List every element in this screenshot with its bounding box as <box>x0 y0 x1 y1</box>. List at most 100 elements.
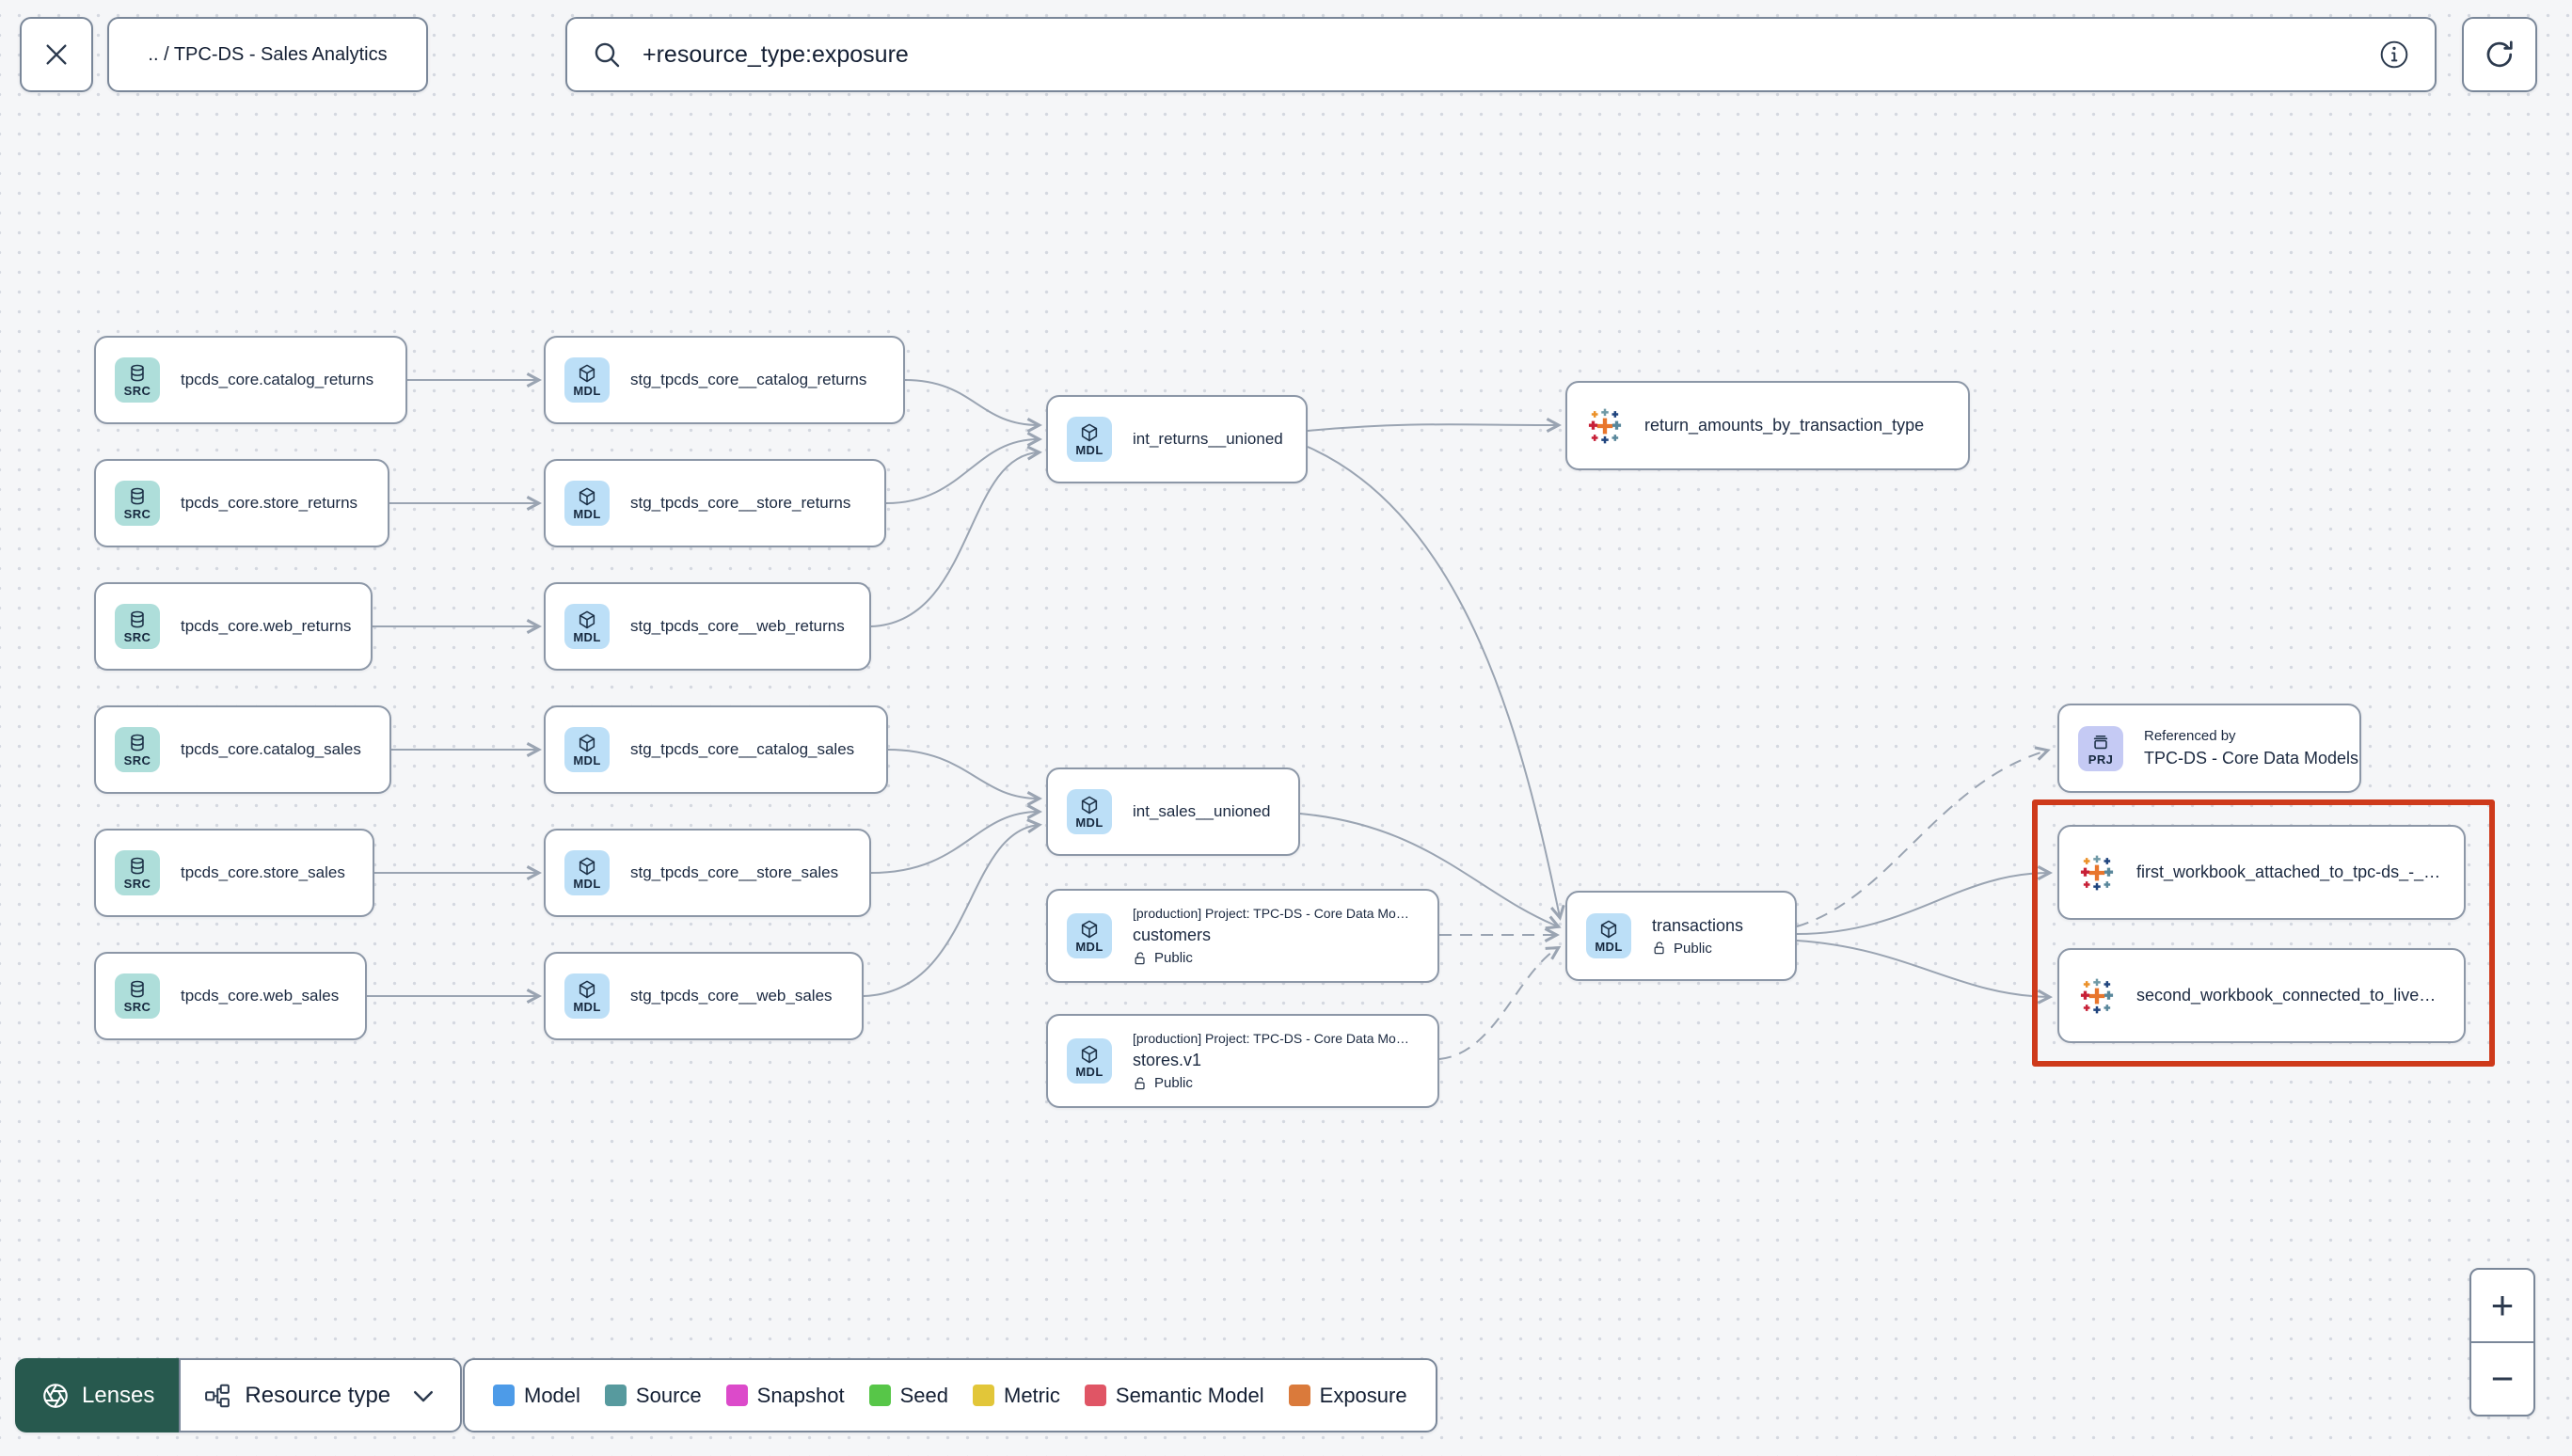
legend-swatch <box>1288 1385 1310 1406</box>
tableau-icon <box>2080 855 2114 890</box>
lenses-button[interactable]: Lenses <box>15 1358 180 1432</box>
resource-type-icon <box>205 1384 230 1407</box>
node-src-store-sales[interactable]: SRC tpcds_core.store_sales <box>94 829 374 917</box>
edge <box>1796 865 2053 935</box>
legend-item-snapshot: Snapshot <box>725 1384 845 1408</box>
edge <box>887 749 1042 806</box>
refresh-button[interactable] <box>2462 17 2537 92</box>
source-badge: SRC <box>115 727 160 772</box>
legend-swatch <box>868 1385 891 1406</box>
zoom-in-button[interactable]: + <box>2471 1270 2533 1343</box>
referenced-by-title: Referenced by <box>2144 728 2236 744</box>
edge <box>885 432 1042 504</box>
node-src-catalog-sales[interactable]: SRC tpcds_core.catalog_sales <box>94 705 391 794</box>
resource-type-legend: Model Source Snapshot Seed Metric Semant… <box>463 1358 1437 1432</box>
database-icon <box>131 980 144 998</box>
aperture-icon <box>43 1383 68 1408</box>
edge <box>1307 418 1562 433</box>
access-label: Public <box>1133 1075 1409 1091</box>
node-referenced-by-project[interactable]: PRJ Referenced by TPC-DS - Core Data Mod… <box>2057 704 2361 793</box>
legend-swatch <box>1084 1385 1106 1406</box>
legend-item-exposure: Exposure <box>1288 1384 1407 1408</box>
lock-open-icon <box>1654 942 1664 955</box>
node-stg-catalog-returns[interactable]: MDL stg_tpcds_core__catalog_returns <box>544 336 905 424</box>
node-transactions[interactable]: MDL transactions Public <box>1565 891 1797 981</box>
database-icon <box>131 487 144 505</box>
node-stores-v1[interactable]: MDL [production] Project: TPC-DS - Core … <box>1046 1014 1439 1108</box>
source-badge: SRC <box>115 604 160 649</box>
source-badge: SRC <box>115 973 160 1019</box>
cube-icon <box>1081 1045 1098 1064</box>
node-int-returns-unioned[interactable]: MDL int_returns__unioned <box>1046 395 1308 483</box>
cube-icon <box>1081 423 1098 442</box>
legend-swatch <box>973 1385 994 1406</box>
project-label: [production] Project: TPC-DS - Core Data… <box>1133 906 1409 921</box>
legend-swatch <box>493 1385 515 1406</box>
cube-icon <box>579 610 595 629</box>
database-icon <box>131 610 144 628</box>
cube-icon <box>579 487 595 506</box>
tableau-icon <box>1588 408 1622 443</box>
node-stg-web-returns[interactable]: MDL stg_tpcds_core__web_returns <box>544 582 871 671</box>
node-title: stores.v1 <box>1133 1051 1202 1069</box>
node-stg-web-sales[interactable]: MDL stg_tpcds_core__web_sales <box>544 952 864 1040</box>
edge <box>1796 940 2053 1005</box>
lenses-label: Lenses <box>82 1382 155 1408</box>
source-badge: SRC <box>115 481 160 526</box>
node-src-web-returns[interactable]: SRC tpcds_core.web_returns <box>94 582 373 671</box>
node-stg-store-sales[interactable]: MDL stg_tpcds_core__store_sales <box>544 829 871 917</box>
model-badge: MDL <box>564 604 610 649</box>
node-title: TPC-DS - Core Data Models <box>2144 749 2359 768</box>
archive-icon <box>2093 735 2108 749</box>
legend-swatch <box>725 1385 748 1406</box>
chevron-down-icon <box>414 1390 434 1401</box>
node-exposure-return-amounts[interactable]: return_amounts_by_transaction_type <box>1565 381 1970 470</box>
lens-controls: Lenses Resource type <box>15 1358 463 1432</box>
node-stg-store-returns[interactable]: MDL stg_tpcds_core__store_returns <box>544 459 886 547</box>
breadcrumb[interactable]: .. / TPC-DS - Sales Analytics <box>107 17 428 92</box>
node-stg-catalog-sales[interactable]: MDL stg_tpcds_core__catalog_sales <box>544 705 888 794</box>
project-badge: PRJ <box>2078 725 2123 771</box>
access-label: Public <box>1652 941 1743 957</box>
node-src-web-sales[interactable]: SRC tpcds_core.web_sales <box>94 952 367 1040</box>
node-src-store-returns[interactable]: SRC tpcds_core.store_returns <box>94 459 389 547</box>
edge <box>870 804 1042 874</box>
search-bar[interactable] <box>565 17 2437 92</box>
edge-cross-project <box>1438 945 1562 1060</box>
search-input[interactable] <box>641 40 2378 70</box>
node-exposure-second-workbook[interactable]: second_workbook_connected_to_live… <box>2057 948 2466 1043</box>
close-button[interactable] <box>20 17 93 92</box>
close-icon <box>46 44 67 65</box>
model-badge: MDL <box>1067 913 1112 958</box>
edge <box>1299 813 1562 930</box>
cube-icon <box>579 980 595 999</box>
legend-item-metric: Metric <box>973 1384 1060 1408</box>
zoom-controls: + − <box>2469 1268 2535 1416</box>
cube-icon <box>1600 920 1617 939</box>
legend-item-seed: Seed <box>868 1384 948 1408</box>
legend-item-source: Source <box>604 1384 702 1408</box>
edge <box>904 379 1042 433</box>
resource-type-button[interactable]: Resource type <box>179 1358 463 1432</box>
node-src-catalog-returns[interactable]: SRC tpcds_core.catalog_returns <box>94 336 407 424</box>
node-exposure-first-workbook[interactable]: first_workbook_attached_to_tpc-ds_-_… <box>2057 825 2466 920</box>
model-badge: MDL <box>1586 913 1631 958</box>
cube-icon <box>579 734 595 752</box>
cube-icon <box>579 857 595 876</box>
edge <box>863 818 1042 997</box>
cube-icon <box>579 364 595 383</box>
edge-cross-project <box>1796 746 2051 927</box>
model-badge: MDL <box>1067 417 1112 462</box>
lock-open-icon <box>1135 1076 1145 1089</box>
model-badge: MDL <box>564 727 610 772</box>
model-badge: MDL <box>564 973 610 1019</box>
source-badge: SRC <box>115 357 160 403</box>
node-customers[interactable]: MDL [production] Project: TPC-DS - Core … <box>1046 889 1439 983</box>
zoom-out-button[interactable]: − <box>2490 1356 2515 1401</box>
node-int-sales-unioned[interactable]: MDL int_sales__unioned <box>1046 768 1300 856</box>
legend-swatch <box>604 1385 627 1406</box>
access-label: Public <box>1133 950 1409 966</box>
info-icon[interactable] <box>2378 39 2410 71</box>
